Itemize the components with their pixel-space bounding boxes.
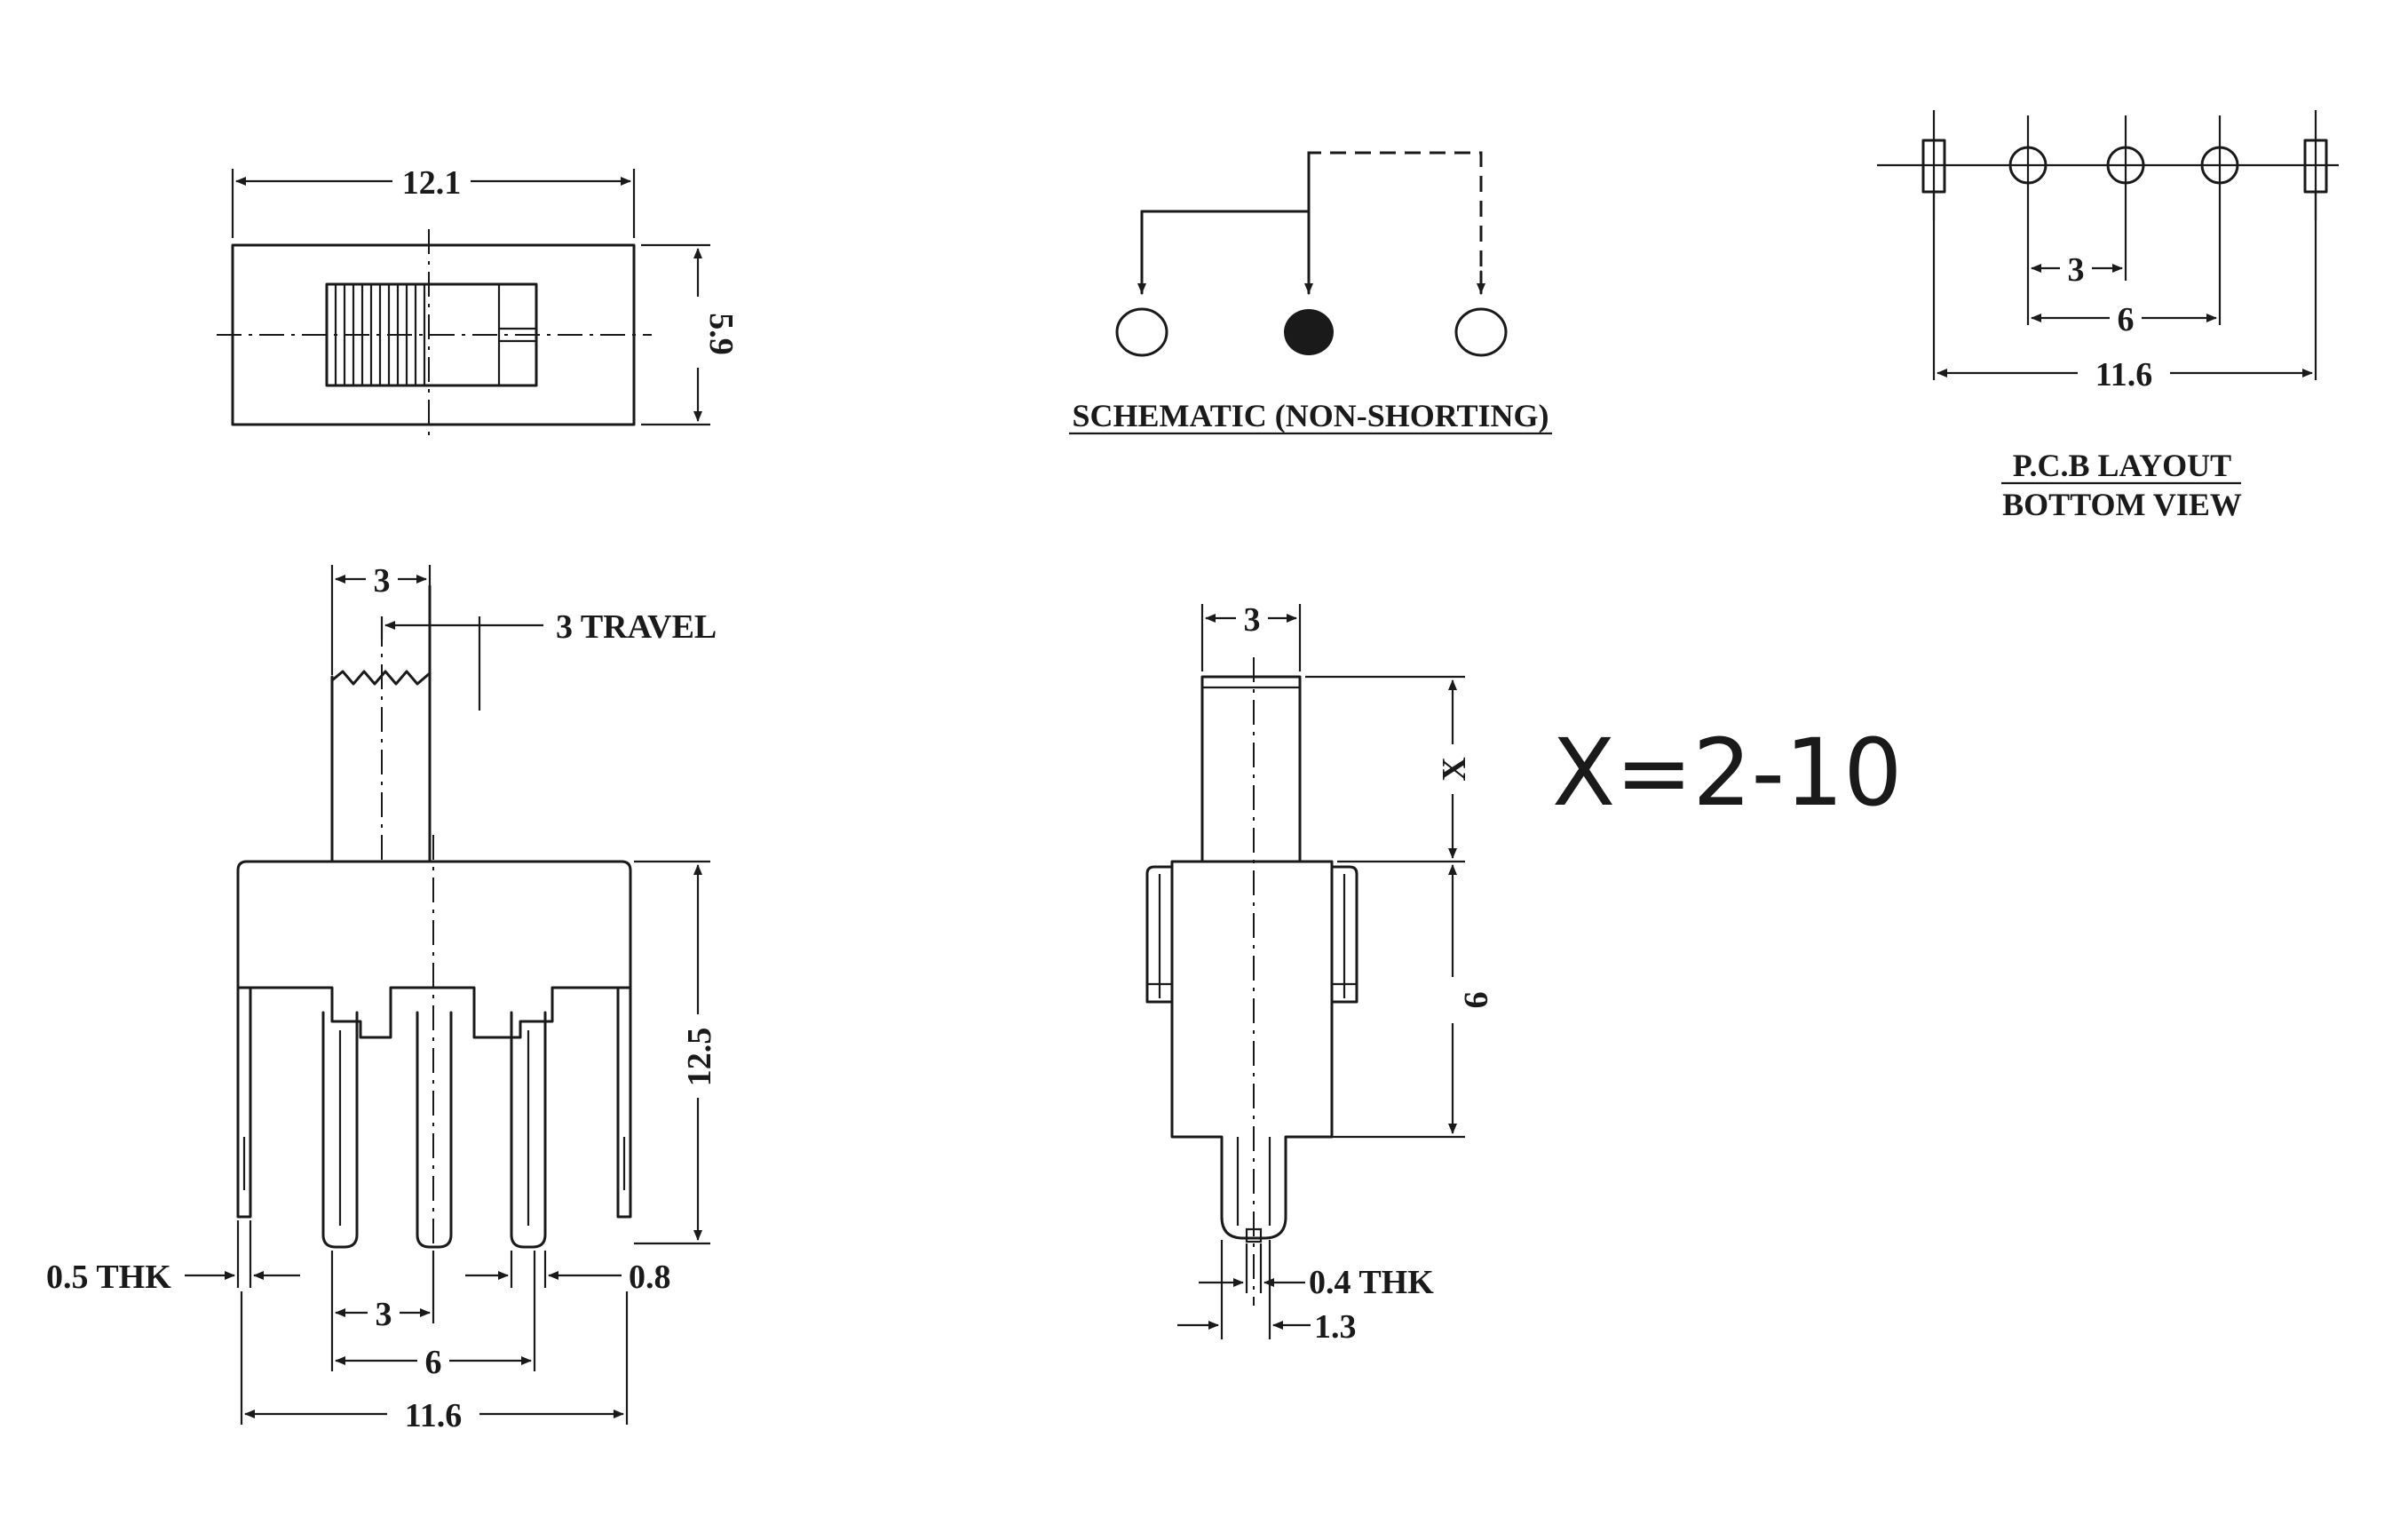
schematic-title: SCHEMATIC (NON-SHORTING) <box>1072 398 1549 433</box>
schematic-terminal-left <box>1115 307 1168 357</box>
pcb-span-dim: 6 <box>2118 301 2135 338</box>
front-view-pin-2 <box>416 1011 453 1249</box>
schematic: SCHEMATIC (NON-SHORTING) <box>1069 151 1552 435</box>
side-view-actuator-width-dim: 3 <box>1244 601 1261 639</box>
side-view-body <box>1170 860 1334 1240</box>
top-view-height-dim: 5.9 <box>702 313 740 355</box>
front-view-pin-width-dim: 0.8 <box>629 1259 671 1296</box>
front-view-thickness-label: 0.5 THK <box>46 1259 171 1296</box>
pcb-pitch-dim: 3 <box>2068 251 2085 289</box>
front-view-height-dim: 12.5 <box>681 1028 718 1087</box>
top-view: 12.1 5.9 <box>217 163 740 441</box>
front-view-pin-pitch-dim: 3 <box>376 1296 392 1333</box>
schematic-alt-path <box>1307 151 1483 282</box>
side-view-left-clip <box>1145 865 1174 1004</box>
pcb-title-line1: P.C.B LAYOUT <box>2013 448 2231 483</box>
side-view-thickness-label: 0.4 THK <box>1309 1264 1434 1301</box>
pcb-title-line2: BOTTOM VIEW <box>2002 487 2242 522</box>
pcb-layout: 3 6 11.6 P.C.B LAYOUT BOTTOM VIEW <box>1877 110 2339 522</box>
side-view-actuator-height-dim: X <box>1436 757 1473 781</box>
schematic-terminal-common <box>1284 309 1334 355</box>
front-view: 3 3 TRAVEL 12.5 0.5 THK 0.8 3 <box>46 561 718 1434</box>
front-view-right-leg <box>616 869 632 1219</box>
pcb-total-dim: 11.6 <box>2095 356 2152 393</box>
side-view: 3 X 9 0.4 THK 1.3 <box>1145 600 1494 1346</box>
schematic-terminal-right <box>1454 307 1508 357</box>
side-view-body-height-dim: 9 <box>1457 992 1494 1009</box>
travel-formula: X=2-10 <box>1552 719 1902 827</box>
side-view-actuator <box>1200 675 1302 863</box>
front-view-left-leg <box>236 869 252 1219</box>
front-view-travel-label: 3 TRAVEL <box>556 608 717 646</box>
front-view-pin-span-dim: 6 <box>425 1344 442 1381</box>
side-view-pin-offset-dim: 1.3 <box>1314 1308 1357 1346</box>
front-view-pin-1 <box>321 1011 359 1249</box>
side-view-right-clip <box>1330 865 1358 1004</box>
front-view-pin-3 <box>510 1011 547 1249</box>
top-view-width-dim: 12.1 <box>402 164 462 202</box>
front-view-overall-width-dim: 11.6 <box>405 1397 462 1434</box>
front-view-actuator-break <box>330 670 432 686</box>
front-view-actuator-width-dim: 3 <box>374 562 391 600</box>
